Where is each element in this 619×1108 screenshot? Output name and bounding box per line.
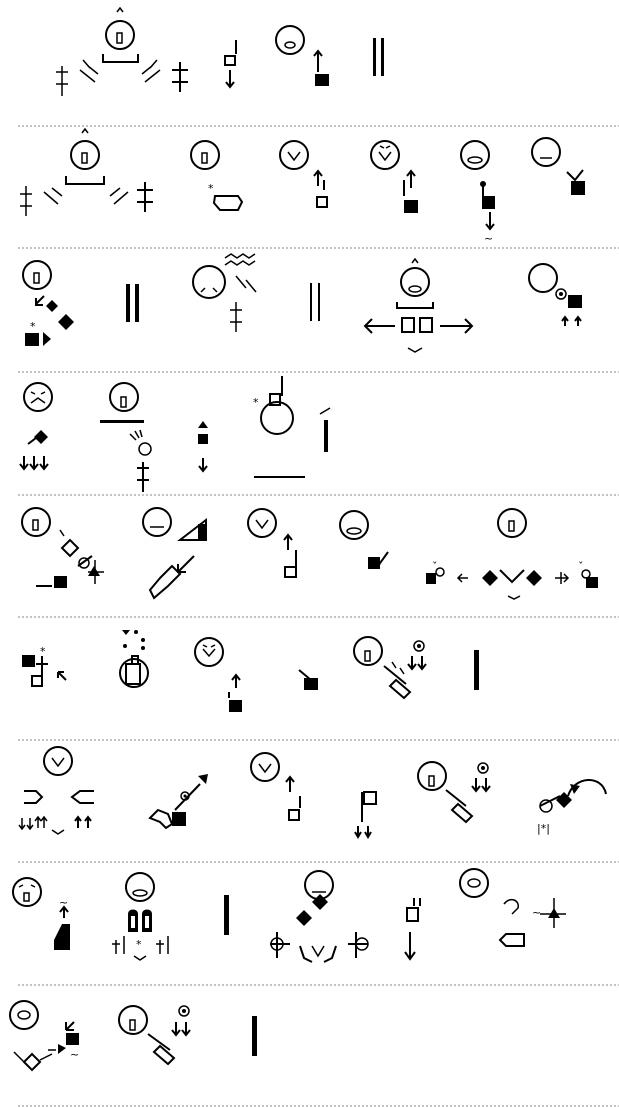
row-5: ˇ ˇ [21, 507, 598, 600]
sign-face-hands-spread [18, 746, 94, 835]
sign-hand-curve: |*| [537, 779, 607, 835]
sign-face-up-open [279, 140, 328, 208]
sign-hands-star: * [22, 645, 67, 687]
sign-face-hand: * [190, 140, 244, 211]
glyph-tilde-3: ~ [532, 906, 541, 919]
sign-hand-in-circle [119, 630, 149, 688]
sign-single-bar-3 [252, 1016, 257, 1056]
sign-face-mouth-hand-2 [417, 761, 491, 824]
glyph-star: * [208, 182, 214, 195]
sign-face-mouth-curve: ~ [459, 868, 566, 947]
glyph-check: ˇ [432, 560, 438, 573]
glyph-tilde-2: ~ [59, 896, 68, 909]
glyph-star-5: * [136, 938, 142, 951]
sign-face-two-hands: * [112, 872, 169, 961]
sign-face-diamonds: * [22, 260, 74, 346]
sign-double-bar [373, 38, 384, 76]
sign-mark-slash [298, 669, 318, 690]
sign-face-up-square-2 [247, 508, 297, 578]
sign-face-target [528, 263, 582, 326]
sign-face-corner [531, 137, 585, 195]
sign-face-frown [19, 382, 53, 471]
sign-face-mouth-arrow: ~ [9, 1000, 79, 1072]
sign-single-bar [474, 650, 479, 690]
row-4: * [19, 376, 331, 492]
glyph-bars: |*| [537, 822, 550, 835]
sign-face-diamond-move [21, 507, 104, 588]
sign-single-bar-2 [224, 895, 229, 935]
row-1 [56, 6, 384, 96]
row-3: * [22, 253, 582, 353]
sign-face-mouth-hand-3 [118, 1005, 191, 1066]
sign-face-diamonds-pair: ˇ ˇ [426, 508, 598, 600]
row-separators [18, 125, 619, 1107]
sign-body-circle: * [253, 376, 305, 478]
sign-face-up-filled [370, 140, 418, 213]
sign-mark-down-2 [404, 898, 421, 961]
row-7: |*| [18, 746, 607, 839]
sign-face-waves [192, 253, 257, 332]
row-6: * [22, 630, 479, 712]
glyph-star-4: * [40, 645, 46, 658]
sign-mark-down [224, 40, 237, 89]
sign-face-line [100, 382, 152, 492]
glyph-star-3: * [253, 396, 259, 409]
sign-face-up-square [275, 25, 329, 86]
row-9: ~ [9, 1000, 257, 1072]
sign-mark-arrow-down [198, 421, 208, 473]
glyph-tilde-4: ~ [70, 1048, 79, 1061]
row-2: * ~ [20, 127, 585, 245]
sign-face-handshake-2 [20, 127, 153, 216]
glyph-star-2: * [30, 320, 36, 333]
sign-double-bar-thin [310, 283, 320, 321]
sign-face-closed-eyes: ~ [12, 877, 70, 950]
sign-face-handshake [56, 6, 188, 96]
sign-single-bar-accent [319, 407, 331, 452]
sign-face-mouth-hand [353, 636, 427, 700]
sign-double-bar-bold [126, 284, 139, 322]
glyph-check-2: ˇ [578, 560, 584, 573]
row-8: ~ * [12, 868, 566, 963]
sign-face-swirl [270, 870, 369, 963]
sign-face-stairs [142, 507, 207, 600]
sign-face-up-square-3 [250, 752, 301, 821]
sign-face-arms-out [363, 257, 474, 353]
sign-hand-arrow-out [148, 774, 208, 830]
sign-face-check [339, 510, 389, 569]
sign-face-up-filled-2 [194, 637, 242, 712]
sign-flag-down [354, 791, 377, 839]
sign-face-down-filled: ~ [460, 140, 495, 245]
glyph-tilde: ~ [484, 232, 493, 245]
